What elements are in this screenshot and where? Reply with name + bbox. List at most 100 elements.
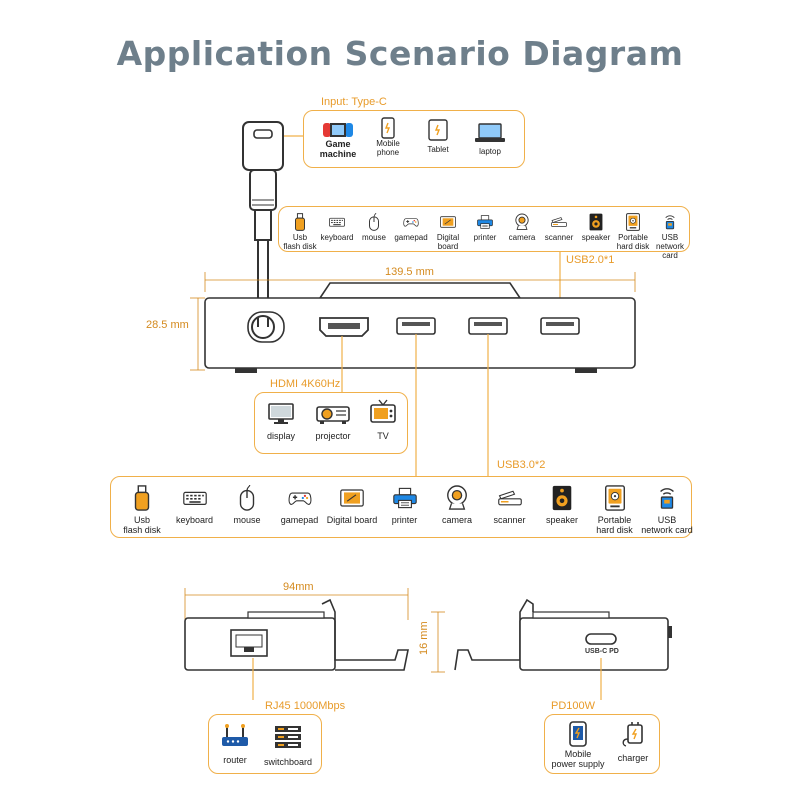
usb3-device-network-card: USB network card [640, 485, 694, 536]
device-label: USB network card [641, 515, 693, 536]
power-supply-icon [569, 721, 587, 747]
device-label: USB network card [655, 233, 684, 261]
rj45-device-router: router [215, 723, 255, 765]
device-label: camera [441, 515, 472, 525]
camera-icon [514, 213, 530, 231]
keyboard-icon [182, 485, 207, 511]
device-label: Digital board [436, 233, 460, 252]
usb-c-pd-port-label: USB-C PD [585, 648, 619, 655]
usb3-device-usb-flash-disk: Usb flash disk [115, 485, 169, 536]
device-label: printer [473, 233, 497, 242]
display-icon [268, 403, 294, 424]
network-card-icon [662, 213, 678, 231]
input-device-laptop: laptop [466, 123, 514, 156]
rj45-device-switchboard: switchboard [259, 725, 317, 767]
device-label: mouse [233, 515, 261, 525]
laptop-icon [475, 123, 505, 142]
hard-disk-icon [603, 485, 627, 511]
device-label: Game machine [319, 139, 357, 160]
device-label: Portable hard disk [616, 233, 650, 252]
digital-board-icon [340, 485, 364, 511]
input-label: Input: Type-C [321, 96, 387, 108]
usb2-device-hard-disk: Portable hard disk [614, 213, 652, 251]
device-label: display [266, 431, 295, 441]
device-label: Portable hard disk [596, 515, 633, 536]
input-device-mobile-phone: Mobile phone [366, 117, 410, 157]
hub-front-view [204, 282, 636, 373]
hdmi-device-display: display [261, 403, 301, 441]
usb3-device-scanner: scanner [483, 485, 537, 525]
rj45-devices-box: router switchboard [208, 714, 322, 774]
mouse-icon [366, 213, 382, 231]
pd-label: PD100W [551, 700, 596, 712]
usb3-devices-box: Usb flash disk keyboard mouse gamepad Digita… [110, 476, 694, 538]
hub-side-view-pd [454, 598, 672, 671]
device-label: gamepad [280, 515, 319, 525]
device-label: switchboard [263, 757, 313, 767]
hdmi-devices-box: display projector TV [254, 392, 408, 454]
usb3-device-hard-disk: Portable hard disk [588, 485, 642, 536]
usb3-device-gamepad: gamepad [273, 485, 327, 525]
device-label: printer [391, 515, 418, 525]
switchboard-icon [275, 726, 301, 748]
usb2-device-keyboard: keyboard [318, 213, 356, 242]
device-label: speaker [581, 233, 611, 242]
printer-icon [477, 213, 493, 231]
charger-icon [622, 722, 643, 747]
gamepad-icon [288, 485, 312, 511]
type-c-cable [242, 121, 284, 318]
speaker-icon [550, 485, 574, 511]
hub-width-dimension: 139.5 mm [385, 266, 434, 278]
device-label: speaker [545, 515, 579, 525]
device-label: mouse [361, 233, 386, 242]
device-label: Tablet [427, 145, 449, 154]
device-label: TV [377, 431, 389, 441]
page-title: Application Scenario Diagram [116, 34, 684, 73]
device-label: camera [508, 233, 536, 242]
hdmi-device-projector: projector [307, 403, 359, 441]
usb2-device-scanner: scanner [540, 213, 578, 242]
tablet-icon [428, 119, 448, 141]
hub-height-dimension: 28.5 mm [146, 319, 189, 331]
input-device-tablet: Tablet [416, 119, 460, 154]
usb2-device-camera: camera [503, 213, 541, 242]
usb-flash-disk-icon [130, 485, 154, 511]
device-label: keyboard [320, 233, 354, 242]
side-width-dimension: 94mm [283, 581, 314, 593]
projector-icon [316, 406, 350, 424]
scanner-icon [497, 485, 522, 511]
hdmi-label: HDMI 4K60Hz [270, 378, 341, 390]
usb3-device-keyboard: keyboard [168, 485, 222, 525]
device-label: projector [315, 431, 351, 441]
device-label: Usb flash disk [283, 233, 317, 252]
pd-devices-box: Mobile power supply charger [544, 714, 660, 774]
usb2-device-printer: printer [466, 213, 504, 242]
scanner-icon [551, 213, 567, 231]
usb2-device-usb-flash-disk: Usb flash disk [281, 213, 319, 251]
usb2-device-speaker: speaker [577, 213, 615, 242]
rj45-label: RJ45 1000Mbps [265, 700, 346, 712]
hard-disk-icon [625, 213, 641, 231]
device-label: Mobile phone [376, 139, 400, 158]
input-devices-box: Game machine Mobile phone Tablet laptop [303, 110, 525, 168]
tv-icon [370, 399, 396, 423]
usb2-device-network-card: USB network card [651, 213, 689, 261]
usb2-label: USB2.0*1 [566, 254, 615, 266]
keyboard-icon [329, 213, 345, 231]
mouse-icon [235, 485, 259, 511]
input-device-game-machine: Game machine [314, 121, 362, 160]
camera-icon [445, 485, 469, 511]
device-label: Usb flash disk [123, 515, 161, 536]
network-card-icon [655, 485, 679, 511]
hdmi-device-tv: TV [363, 399, 403, 441]
usb2-device-digital-board: Digital board [429, 213, 467, 251]
usb3-device-digital-board: Digital board [325, 485, 379, 525]
router-icon [222, 724, 248, 746]
device-label: charger [617, 753, 649, 763]
digital-board-icon [440, 213, 456, 231]
device-label: scanner [544, 233, 574, 242]
device-label: laptop [479, 147, 501, 156]
usb3-device-speaker: speaker [535, 485, 589, 525]
